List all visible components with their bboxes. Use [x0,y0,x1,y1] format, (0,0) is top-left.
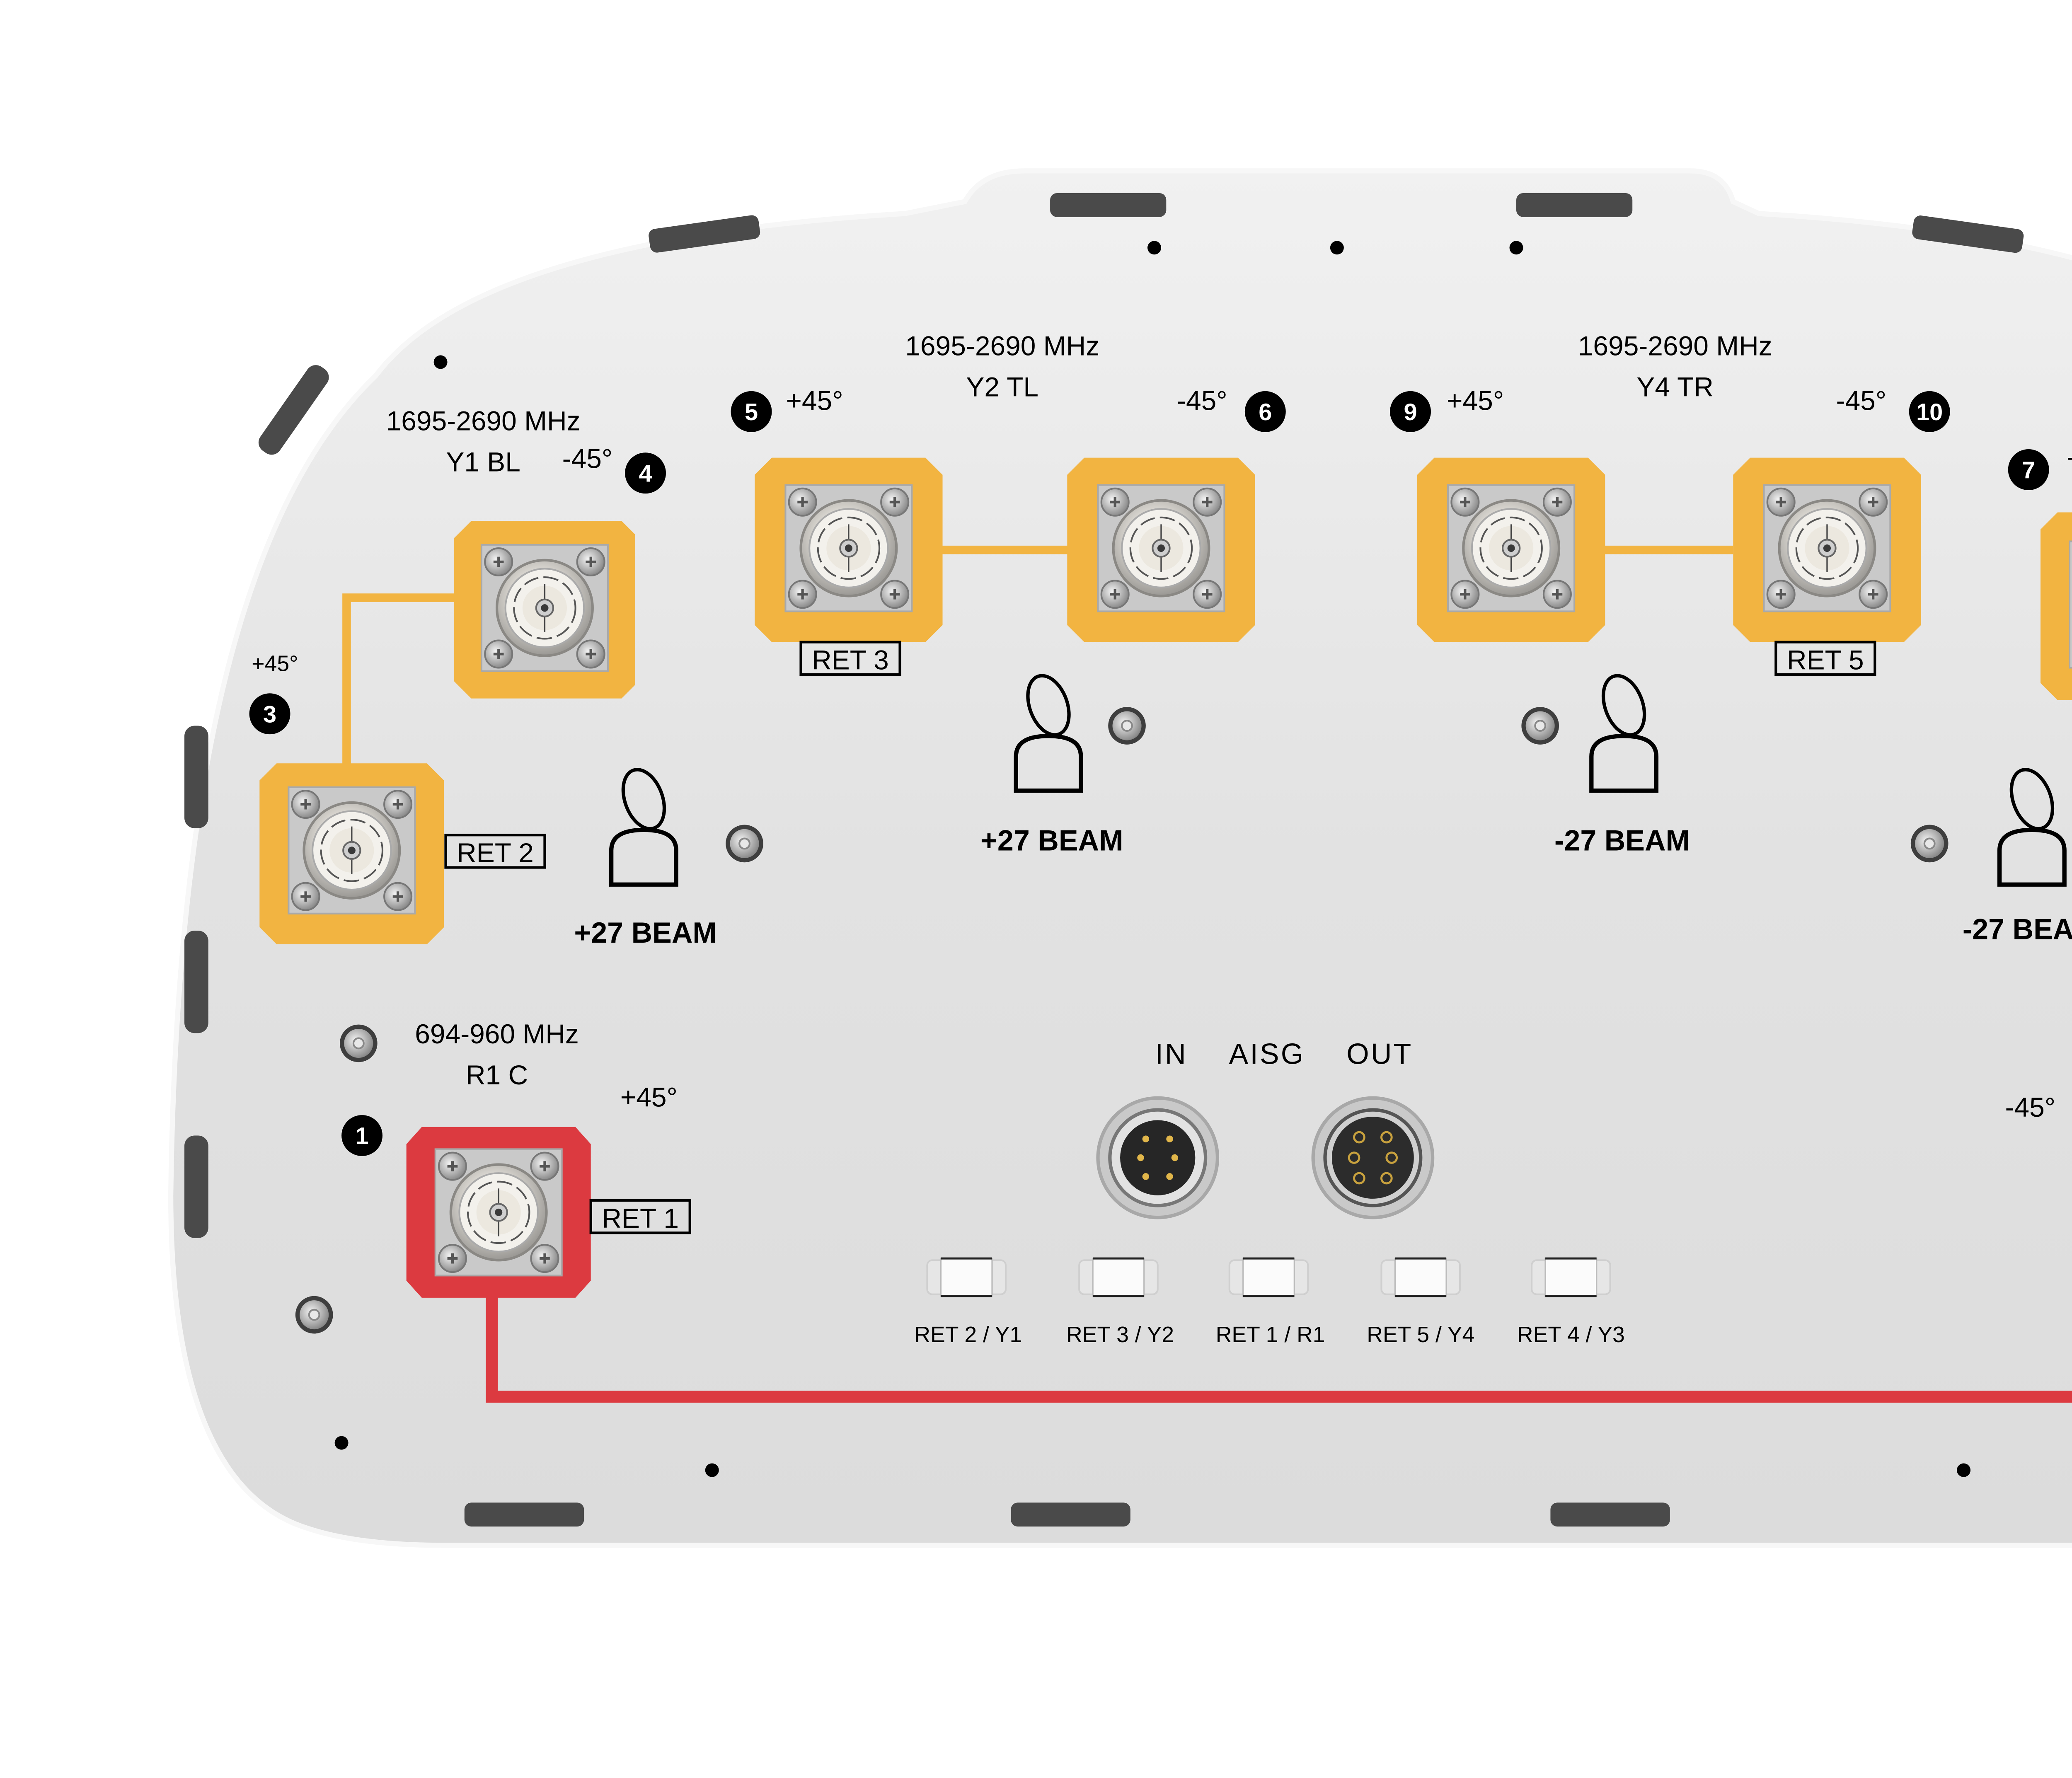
port-badge-6 [1244,391,1286,432]
polarization-port-6: -45° [1177,385,1227,416]
rf-connector-port-7 [2070,542,2072,668]
port-badge-10 [1909,391,1950,432]
rivet-dots [334,241,1971,1477]
polarization-port-9: +45° [1447,385,1504,416]
polarization-port-7: +45° [2067,443,2072,474]
svg-text:9: 9 [1404,399,1417,426]
svg-text:4: 4 [639,460,652,487]
svg-text:1: 1 [356,1123,369,1149]
beam-label-right-outer: -27 BEAM [1963,913,2072,946]
port-badge-1 [341,1115,382,1156]
ret-button-label: RET 3 / Y2 [1066,1323,1174,1347]
ret-tag-1: RET 1 [602,1203,679,1234]
band-labels: 1695-2690 MHz Y1 BL 1695-2690 MHz Y2 TL … [386,330,1772,1090]
aisg-title: AISG [1229,1038,1305,1070]
svg-text:7: 7 [2022,457,2035,484]
svg-text:5: 5 [745,399,758,426]
beam-indicators: +27 BEAM +27 BEAM -27 BEAM -27 BEAM [574,670,2072,949]
rf-connector-port-9 [1448,485,1574,612]
ret-tags: RET 1 RET 2 RET 3 RET 4 RET 5 [444,641,1876,1234]
ret-button-ret5-y4[interactable] [1381,1258,1460,1296]
ret-button-ret4-y3[interactable] [1532,1258,1610,1296]
polarization-port-1: +45° [620,1081,678,1112]
rf-connector-port-10 [1764,485,1890,612]
beam-label-left-inner: +27 BEAM [980,824,1123,856]
aisg-out-label: OUT [1346,1038,1413,1070]
polarization-port-5: +45° [786,385,843,416]
aisg-in-label: IN [1155,1038,1188,1070]
mounting-slots [184,193,2024,1527]
port-badge-4 [625,452,666,494]
band-freq-y2tl: 1695-2690 MHz [905,330,1099,361]
ret-button-ret1-r1[interactable] [1230,1258,1308,1296]
rf-connector-port-3 [288,787,415,914]
ret-button-label: RET 5 / Y4 [1367,1323,1474,1347]
port-badge-5 [731,391,772,432]
port-badge-7 [2008,449,2049,490]
ret-button-label: RET 4 / Y3 [1517,1323,1625,1347]
ret-tag-5: RET 5 [1787,645,1864,675]
svg-text:10: 10 [1916,399,1943,426]
rf-connector-port-4 [482,545,608,671]
ret-button-row: RET 2 / Y1 RET 3 / Y2 RET 1 / R1 RET 5 /… [914,1258,1625,1347]
port-badge-9 [1390,391,1431,432]
lowband-trace [486,1272,2072,1403]
aisg-section: IN AISG OUT [1096,1038,1435,1219]
aisg-in-connector[interactable] [1096,1096,1220,1219]
port-badge-3 [249,693,290,735]
highband-traces [342,545,1733,777]
aisg-out-connector[interactable] [1311,1096,1435,1219]
polarization-port-2: -45° [2005,1092,2055,1122]
polarization-port-4: -45° [562,443,613,474]
rf-connector-port-1 [436,1149,562,1275]
band-name-y2tl: Y2 TL [966,371,1038,402]
rf-connector-port-5 [785,485,912,612]
ret-button-ret3-y2[interactable] [1079,1258,1158,1296]
band-name-y1bl: Y1 BL [446,447,520,477]
svg-text:6: 6 [1259,399,1272,426]
svg-text:3: 3 [263,701,276,728]
ret-button-ret2-y1[interactable] [927,1258,1006,1296]
ret-button-label: RET 2 / Y1 [914,1323,1022,1347]
band-freq-y1bl: 1695-2690 MHz [386,406,581,436]
band-name-r1c: R1 C [466,1060,528,1090]
band-freq-y4tr: 1695-2690 MHz [1578,330,1772,361]
band-freq-r1c: 694-960 MHz [415,1018,579,1049]
beam-label-left-outer: +27 BEAM [574,917,716,949]
band-name-y4tr: Y4 TR [1636,371,1714,402]
ret-button-label: RET 1 / R1 [1216,1323,1325,1347]
port-badges: 1 +45° 2 -45° 3 +45° 4 -45° 5 +45° 6 -45… [249,385,2072,1156]
polarization-port-3: +45° [252,652,298,676]
ret-tag-2: RET 2 [457,837,534,868]
beam-label-right-inner: -27 BEAM [1554,824,1690,856]
polarization-port-10: -45° [1836,385,1887,416]
ret-tag-3: RET 3 [812,645,889,675]
rf-connector-port-6 [1098,485,1224,612]
